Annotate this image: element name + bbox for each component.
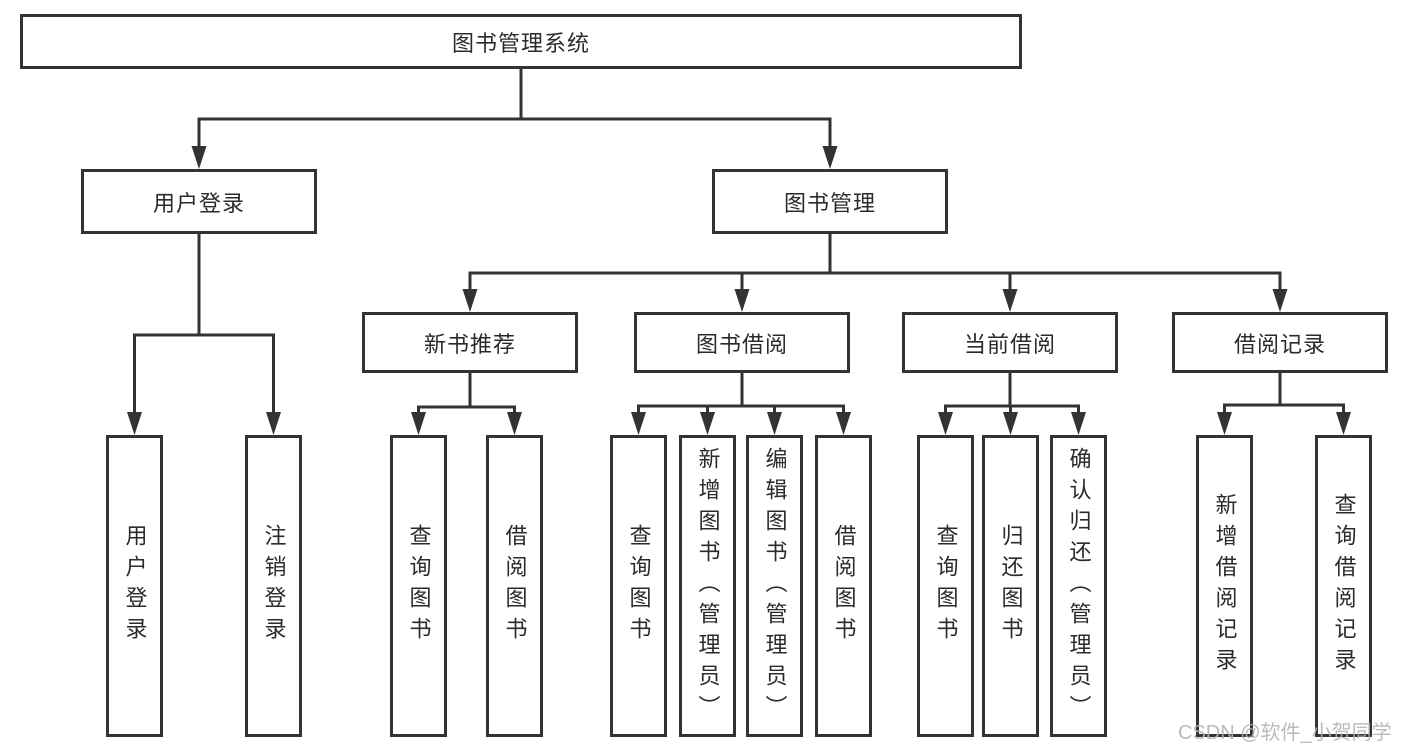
watermark: CSDN @软件_小贺同学 [1178, 722, 1392, 744]
leaf-query-book-recommend: 查询图书 [390, 435, 447, 737]
leaf-query-book-current: 查询图书 [917, 435, 974, 737]
leaf-user-login: 用户登录 [106, 435, 163, 737]
leaf-confirm-return-admin: 确认归还（管理员） [1050, 435, 1107, 737]
leaf-add-book-admin: 新增图书（管理员） [679, 435, 736, 737]
node-borrow-record: 借阅记录 [1172, 312, 1388, 373]
leaf-logout: 注销登录 [245, 435, 302, 737]
node-book-management: 图书管理 [712, 169, 948, 234]
node-new-book-recommend: 新书推荐 [362, 312, 578, 373]
leaf-borrow-book: 借阅图书 [815, 435, 872, 737]
leaf-query-book-borrow: 查询图书 [610, 435, 667, 737]
leaf-return-book: 归还图书 [982, 435, 1039, 737]
leaf-borrow-book-recommend: 借阅图书 [486, 435, 543, 737]
leaf-add-borrow-record: 新增借阅记录 [1196, 435, 1253, 737]
leaf-query-borrow-record: 查询借阅记录 [1315, 435, 1372, 737]
leaf-edit-book-admin: 编辑图书（管理员） [746, 435, 803, 737]
node-current-borrow: 当前借阅 [902, 312, 1118, 373]
node-root: 图书管理系统 [20, 14, 1022, 69]
node-book-borrow: 图书借阅 [634, 312, 850, 373]
node-user-login: 用户登录 [81, 169, 317, 234]
